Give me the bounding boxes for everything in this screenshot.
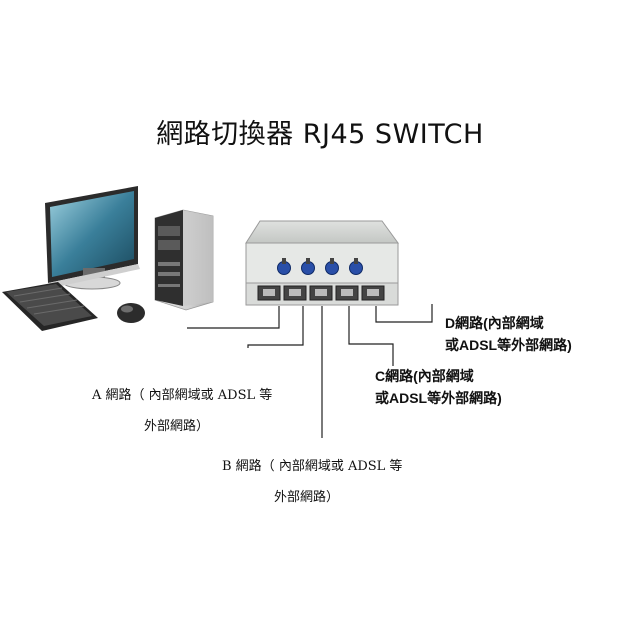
- label-b-line1: B 網路（ 內部網域或 ADSL 等: [222, 459, 403, 474]
- label-network-d: D網路(內部網域 或ADSL等外部網路): [445, 312, 625, 356]
- diagram-title: 網路切換器 RJ45 SWITCH: [156, 119, 484, 150]
- label-network-c: C網路(內部網域 或ADSL等外部網路): [375, 365, 555, 409]
- label-b-line2: 外部網路）: [274, 490, 340, 505]
- label-c-line1: C網路(內部網域: [375, 368, 474, 384]
- label-a-line1: A 網路（ 內部網域或 ADSL 等: [92, 388, 273, 403]
- mouse-icon: [117, 303, 145, 323]
- monitor-icon: [45, 186, 140, 290]
- connection-lines: [187, 304, 433, 438]
- label-a-line2: 外部網路）: [144, 419, 210, 434]
- label-c-line2: 或ADSL等外部網路): [375, 390, 502, 406]
- label-network-a: A 網路（ 內部網域或 ADSL 等 外部網路）: [92, 380, 292, 442]
- label-d-line2: 或ADSL等外部網路): [445, 337, 572, 353]
- keyboard-icon: [2, 282, 98, 331]
- label-network-b: B 網路（ 內部網域或 ADSL 等 外部網路）: [222, 451, 422, 513]
- selector-knobs: [277, 258, 363, 275]
- rj45-switch-icon: [245, 220, 399, 306]
- label-d-line1: D網路(內部網域: [445, 315, 544, 331]
- pc-tower-icon: [154, 209, 214, 311]
